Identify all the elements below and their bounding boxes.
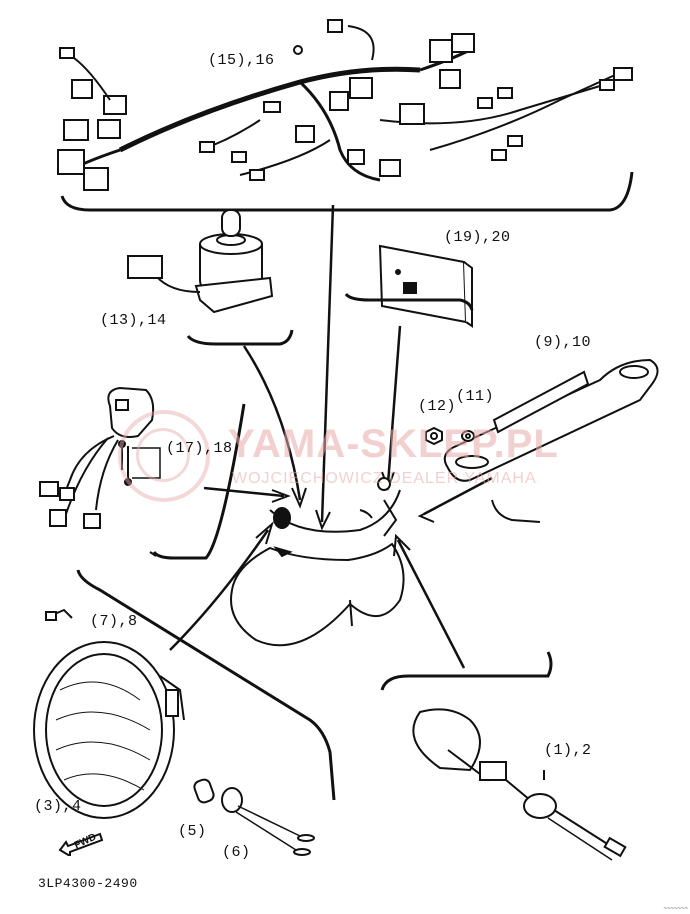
label-handlebar-switch-screws[interactable]: (17),18 (166, 440, 233, 457)
tail-light-leader (396, 539, 466, 669)
license-bracket-art (443, 358, 659, 523)
headlight-unit-art (33, 569, 336, 819)
harness-leader (320, 204, 335, 523)
main-switch-leader (242, 345, 302, 501)
watermark-sub: WOJCIECHOWICZ DEALER YAMAHA (232, 470, 537, 487)
label-headlight-clip[interactable]: (7),8 (90, 613, 138, 630)
watermark-logo (118, 410, 210, 502)
label-bulb[interactable]: (5) (178, 823, 207, 840)
label-tail-light-socket[interactable]: (1),2 (544, 742, 592, 759)
reflector-art (344, 244, 474, 328)
harness-group (57, 19, 634, 212)
label-reflector[interactable]: (19),20 (444, 229, 511, 246)
headlight-body-art (230, 477, 405, 647)
bulb-art (193, 778, 215, 804)
switch-leader (203, 486, 285, 498)
label-washer[interactable]: (11) (456, 388, 495, 405)
nut-art (425, 426, 443, 446)
tail-light-art (380, 651, 627, 861)
diagram-code: 3LP4300-2490 (38, 876, 138, 891)
reflector-leader (386, 325, 402, 485)
label-license-bracket[interactable]: (9),10 (534, 334, 592, 351)
bulb-socket-art (221, 787, 315, 856)
label-headlight-unit[interactable]: (3),4 (34, 798, 82, 815)
label-wire-harness[interactable]: (15),16 (208, 52, 275, 69)
corner-mark: ~~~~~~~ (663, 906, 688, 912)
headlight-leader (169, 529, 270, 651)
fwd-arrow-icon (58, 832, 104, 856)
label-main-switch[interactable]: (13),14 (100, 312, 167, 329)
label-nut[interactable]: (12) (418, 398, 457, 415)
watermark-main: YAMA-SKLEP.PL (228, 422, 559, 466)
label-bulb-socket[interactable]: (6) (222, 844, 251, 861)
washer-art (461, 430, 475, 442)
main-switch-art (127, 209, 294, 346)
